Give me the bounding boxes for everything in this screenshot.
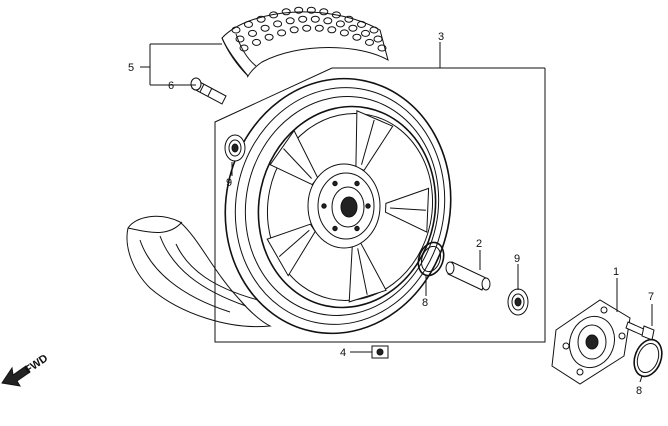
flange-bolt [625,321,655,341]
axle-spacer [445,261,491,291]
callout-7: 7 [648,291,654,303]
callout-labels: 3 5 6 9 2 9 8 4 1 7 8 [128,31,654,397]
callout-8-right: 8 [636,385,642,397]
tire-lower-section [126,215,272,328]
o-ring-center [417,241,445,277]
callout-6: 6 [168,80,174,92]
clip-part [371,345,389,359]
wheel-spokes [266,110,430,303]
callout-8-center: 8 [422,297,428,309]
o-ring-right [633,338,663,378]
callout-3: 3 [438,31,444,43]
tire-valve [190,77,227,105]
callout-9-left: 9 [226,177,232,189]
leader-lines [140,42,653,383]
callout-9-right: 9 [514,253,520,265]
callout-1: 1 [613,266,619,278]
right-bearing [507,288,529,316]
callout-5: 5 [128,62,134,74]
callout-4: 4 [340,347,346,359]
hub-bolt-holes [321,180,371,232]
assembly-box-outline [214,67,546,343]
forward-direction-indicator: FWD [1,352,50,387]
left-bearing [224,134,246,162]
callout-2: 2 [476,238,482,250]
tire-tread-pattern [231,6,387,52]
fwd-label: FWD [23,352,50,376]
tire-tread-section [221,6,389,78]
cast-wheel [224,77,452,335]
driven-flange [551,299,631,385]
